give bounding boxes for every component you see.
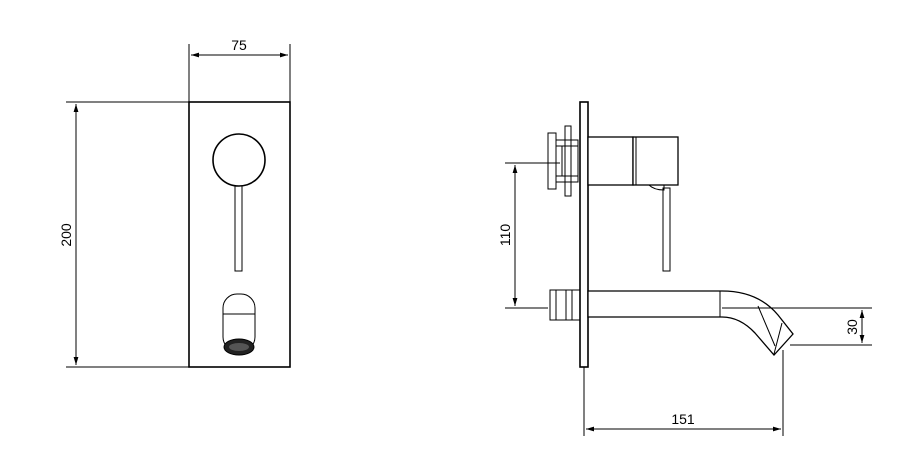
mounting-bracket: [547, 125, 579, 197]
height-label: 200: [58, 223, 74, 247]
mixer-body: [587, 136, 679, 186]
side-lever: [648, 184, 671, 272]
front-view: 75 200: [58, 37, 291, 368]
projection-label: 151: [671, 411, 695, 427]
width-label: 75: [231, 37, 247, 53]
lever-stem: [234, 185, 243, 272]
handle-disc: [212, 133, 266, 187]
lever-height-dimension: 110: [497, 162, 560, 309]
side-view: 110 30 151: [497, 101, 872, 436]
spout-outlet-front: [222, 293, 256, 356]
front-plate: [188, 101, 291, 368]
width-dimension: 75: [188, 37, 291, 102]
side-wall-plate: [579, 101, 589, 368]
side-spout: [549, 289, 794, 356]
height-dimension: 200: [58, 101, 189, 368]
projection-dimension: 151: [583, 350, 784, 436]
lever-height-label: 110: [497, 224, 513, 247]
spout-drop-label: 30: [844, 319, 860, 335]
spout-drop-dimension: 30: [722, 307, 872, 346]
